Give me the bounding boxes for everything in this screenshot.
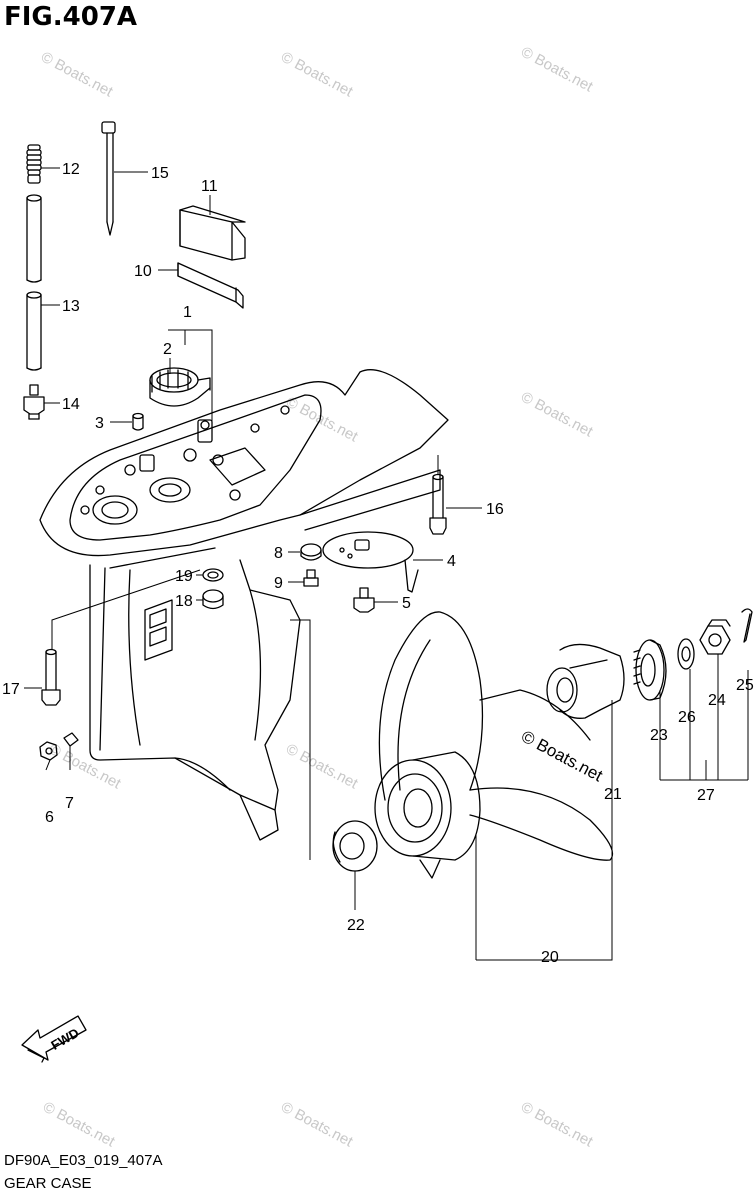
- callout-27: 27: [697, 787, 715, 804]
- callout-3: 3: [95, 415, 104, 432]
- part-25-cotter-pin: [741, 608, 753, 643]
- watermark-text: © Boats.net: [518, 1099, 596, 1151]
- watermark-text: © Boats.net: [283, 741, 361, 793]
- callout-9: 9: [274, 575, 283, 592]
- callout-19: 19: [175, 568, 193, 585]
- callout-21: 21: [604, 786, 622, 803]
- part-4-anode: [322, 531, 419, 593]
- callout-6: 6: [45, 809, 54, 826]
- part-3-pin: [132, 412, 144, 431]
- callout-22: 22: [347, 917, 365, 934]
- part-14-grommet: [23, 384, 45, 420]
- callout-25: 25: [736, 677, 754, 694]
- leader-lines: [24, 167, 749, 961]
- figure-title: FIG.407A: [4, 2, 138, 32]
- callout-13: 13: [62, 298, 80, 315]
- watermarks: © Boats.net © Boats.net © Boats.net © Bo…: [38, 44, 606, 1151]
- callout-17: 17: [2, 681, 20, 698]
- callout-4: 4: [447, 553, 456, 570]
- callout-23: 23: [650, 727, 668, 744]
- diagram-name: GEAR CASE: [4, 1175, 92, 1192]
- fwd-arrow: [21, 1015, 87, 1063]
- watermark-text: © Boats.net: [518, 44, 596, 96]
- callout-8: 8: [274, 545, 283, 562]
- callout-7: 7: [65, 795, 74, 812]
- callout-24: 24: [708, 692, 726, 709]
- diagram-code: DF90A_E03_019_407A: [4, 1152, 163, 1169]
- part-23-washer: [633, 639, 667, 701]
- part-6-nut: [39, 741, 58, 761]
- callout-20: 20: [541, 949, 559, 966]
- watermark-text: © Boats.net: [278, 49, 356, 101]
- part-2-bearing: [149, 367, 211, 407]
- part-12-spring: [26, 144, 42, 184]
- part-21-spacer: [546, 643, 625, 719]
- callout-12: 12: [62, 161, 80, 178]
- callout-26: 26: [678, 709, 696, 726]
- part-9-screw: [303, 569, 319, 587]
- watermark-text: © Boats.net: [518, 727, 606, 786]
- callout-15: 15: [151, 165, 169, 182]
- callout-11: 11: [201, 178, 218, 195]
- part-5-bolt: [353, 587, 375, 613]
- watermark-text: © Boats.net: [40, 1099, 118, 1151]
- callout-14: 14: [62, 396, 80, 413]
- part-22-thrust-washer: [332, 820, 378, 872]
- part-8-nut: [300, 543, 322, 561]
- watermark-text: © Boats.net: [46, 741, 124, 793]
- part-13-water-tube: [26, 291, 42, 371]
- part-11-pad: [179, 205, 246, 261]
- part-16-bolt: [429, 473, 447, 535]
- callout-labels: 1 2 3 4 5 6 7 8 9 10 11 12 13 14 15 16 1…: [2, 161, 754, 1053]
- callout-5: 5: [402, 595, 411, 612]
- part-20-propeller: [374, 611, 614, 879]
- part-24-nut: [699, 619, 731, 655]
- part-10-strip: [177, 262, 244, 309]
- callout-18: 18: [175, 593, 193, 610]
- pipe-upper: [26, 194, 42, 283]
- watermark-text: © Boats.net: [518, 389, 596, 441]
- part-15-cable-tie: [101, 121, 116, 236]
- part-18-nut: [202, 589, 224, 610]
- watermark-text: © Boats.net: [278, 1099, 356, 1151]
- callout-2: 2: [163, 341, 172, 358]
- part-26-washer: [677, 638, 695, 670]
- callout-16: 16: [486, 501, 504, 518]
- watermark-text: © Boats.net: [38, 49, 116, 101]
- gear-case-body: [39, 369, 449, 841]
- part-19-washer: [202, 568, 224, 582]
- part-17-bolt: [41, 648, 61, 706]
- watermark-text: © Boats.net: [283, 394, 361, 446]
- part-7-washer: [63, 732, 79, 747]
- callout-1: 1: [183, 304, 192, 321]
- callout-10: 10: [134, 263, 152, 280]
